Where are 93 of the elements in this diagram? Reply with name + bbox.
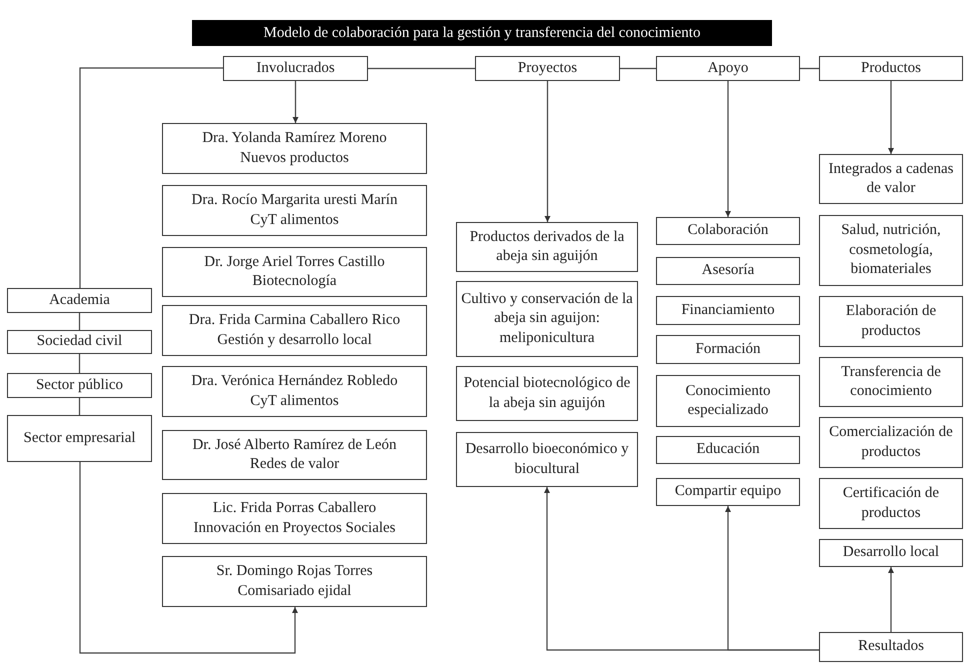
connector-line <box>78 354 80 373</box>
process-box <box>223 56 368 81</box>
title-banner: Modelo de colaboración para la gestión y transferencia del conocimiento <box>192 20 772 46</box>
process-box <box>656 296 800 325</box>
process-box <box>819 478 963 529</box>
box-text: Gestión y desarrollo local <box>217 330 372 350</box>
box-text: Potencial biotecnológico de la abeja sin aguijón <box>462 374 632 412</box>
box-text: Sociedad civil <box>36 332 122 352</box>
box-text: Transferencia de conocimiento <box>840 362 942 401</box>
box-text: Salud, nutrición, cosmetología, biomateriales <box>840 221 942 280</box>
box-text: Colaboración <box>688 221 768 240</box>
box-text: Sector público <box>36 376 124 395</box>
process-box <box>819 417 963 468</box>
process-box <box>656 257 800 285</box>
process-box <box>656 436 800 464</box>
process-box <box>456 366 638 421</box>
process-box <box>819 539 963 567</box>
box-text: Comercialización de productos <box>828 423 954 462</box>
box-text: Educación <box>696 440 760 460</box>
box-text: Dr. Jorge Ariel Torres Castillo <box>204 252 385 272</box>
process-box <box>656 217 800 245</box>
box-text: Desarrollo bioeconómico y biocultural <box>464 440 630 478</box>
box-text: Dr. José Alberto Ramírez de León <box>192 436 397 454</box>
box-text: Lic. Frida Porras Caballero <box>212 499 376 518</box>
box-text: Nuevos productos <box>240 148 349 168</box>
process-box <box>456 222 638 272</box>
box-text: Resultados <box>858 637 924 656</box>
box-text: Dra. Verónica Hernández Robledo <box>191 372 398 391</box>
box-text: Desarrollo local <box>842 543 940 562</box>
process-box <box>656 335 800 364</box>
box-text: Involucrados <box>256 58 335 78</box>
box-text: Sr. Domingo Rojas Torres <box>216 562 373 581</box>
box-text: Certificación de productos <box>842 484 940 522</box>
box-text: Dra. Yolanda Ramírez Moreno <box>202 129 387 148</box>
arrow <box>544 81 550 222</box>
arrow <box>725 506 819 651</box>
process-box <box>162 366 427 417</box>
process-box <box>162 493 427 544</box>
process-box <box>7 288 152 313</box>
box-text: Sector empresarial <box>23 428 136 448</box>
process-box <box>819 215 963 286</box>
box-text: Redes de valor <box>250 455 340 474</box>
process-box <box>819 632 963 662</box>
process-box <box>456 432 638 487</box>
box-text: Comisariado ejidal <box>238 582 352 600</box>
connector-line <box>78 398 80 415</box>
box-text: Elaboración de productos <box>844 302 938 340</box>
process-box <box>456 281 638 357</box>
box-text: Academia <box>49 290 110 310</box>
box-text: Dra. Rocío Margarita uresti Marín <box>192 191 398 210</box>
process-box <box>656 56 800 81</box>
box-text: CyT alimentos <box>250 392 339 410</box>
box-text: Apoyo <box>708 58 748 78</box>
connector-line <box>368 68 475 70</box>
process-box <box>656 478 800 506</box>
box-text: Compartir equipo <box>674 482 782 502</box>
box-text: Asesoría <box>702 261 754 280</box>
connector-line <box>800 68 819 70</box>
process-box <box>656 375 800 427</box>
arrow <box>888 567 894 632</box>
arrow <box>292 81 298 123</box>
process-box <box>162 123 427 174</box>
box-text: Productos <box>861 58 921 78</box>
process-box <box>7 373 152 398</box>
box-text: Financiamiento <box>681 300 775 320</box>
box-text: CyT alimentos <box>250 210 339 230</box>
box-text: Productos derivados de la abeja sin aguijón <box>468 228 626 266</box>
process-box <box>819 154 963 204</box>
connector-line <box>78 313 80 330</box>
process-box <box>162 185 427 236</box>
connector-line <box>79 67 223 288</box>
process-box <box>7 415 152 462</box>
process-box <box>162 305 427 356</box>
box-text: Conocimiento especializado <box>684 382 772 420</box>
process-box <box>819 296 963 347</box>
box-text: Innovación en Proyectos Sociales <box>193 518 396 538</box>
process-box <box>7 330 152 354</box>
process-box <box>475 56 620 81</box>
process-box <box>162 247 427 297</box>
process-box <box>819 56 963 81</box>
process-box <box>162 430 427 480</box>
box-text: Integrados a cadenas de valor <box>828 160 954 198</box>
box-text: Cultivo y conservación de la abeja sin aguijon: meliponicultura <box>461 290 633 348</box>
arrow <box>888 81 894 154</box>
process-box <box>162 556 427 607</box>
arrow <box>79 462 298 654</box>
box-text: Formación <box>696 340 760 359</box>
process-box <box>819 357 963 407</box>
box-text: Proyectos <box>518 58 578 78</box>
arrow <box>725 81 731 217</box>
connector-line <box>620 68 656 70</box>
box-text: Biotecnología <box>252 272 337 291</box>
box-text: Dra. Frida Carmina Caballero Rico <box>188 311 400 330</box>
